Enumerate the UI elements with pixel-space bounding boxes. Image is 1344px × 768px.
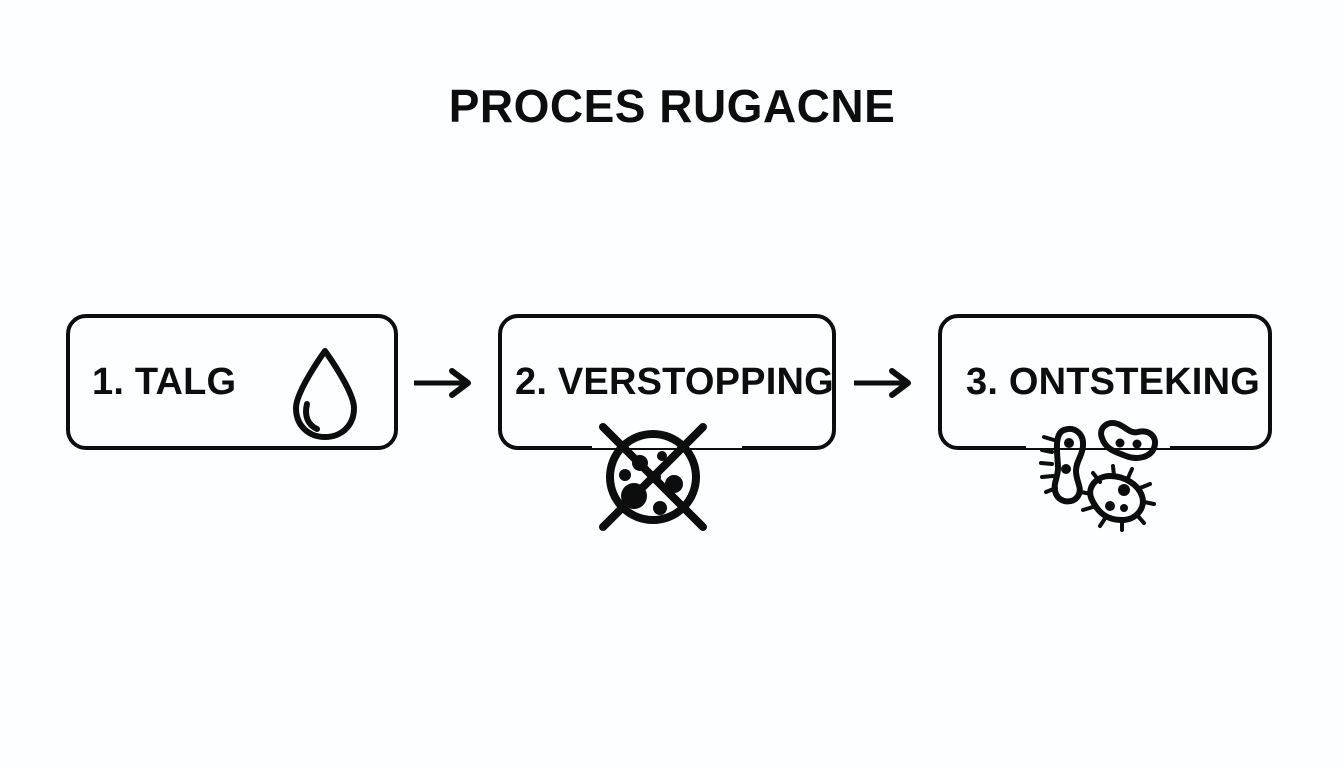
- process-flow: 1. TALG 2. VERSTOPPING: [0, 314, 1344, 544]
- flow-step-talg[interactable]: 1. TALG: [66, 314, 398, 450]
- step-box: [66, 314, 398, 450]
- bacteria-icon: [1038, 416, 1170, 532]
- box-border-gap-mask: [1026, 424, 1170, 448]
- flow-step-label: 2. VERSTOPPING: [515, 360, 834, 403]
- page-title: PROCES RUGACNE: [448, 80, 896, 132]
- flow-step-label: 3. ONTSTEKING: [966, 360, 1260, 403]
- flow-step-ontsteking[interactable]: 3. ONTSTEKING: [938, 314, 1272, 532]
- flow-step-verstopping[interactable]: 2. VERSTOPPING: [498, 314, 836, 531]
- germ-blocked-icon: [594, 418, 712, 536]
- droplet-icon: [288, 346, 362, 442]
- arrow-right-icon: [852, 366, 914, 400]
- step-box: [498, 314, 836, 450]
- flow-step-label: 1. TALG: [92, 360, 237, 403]
- arrow-right-icon: [412, 366, 474, 400]
